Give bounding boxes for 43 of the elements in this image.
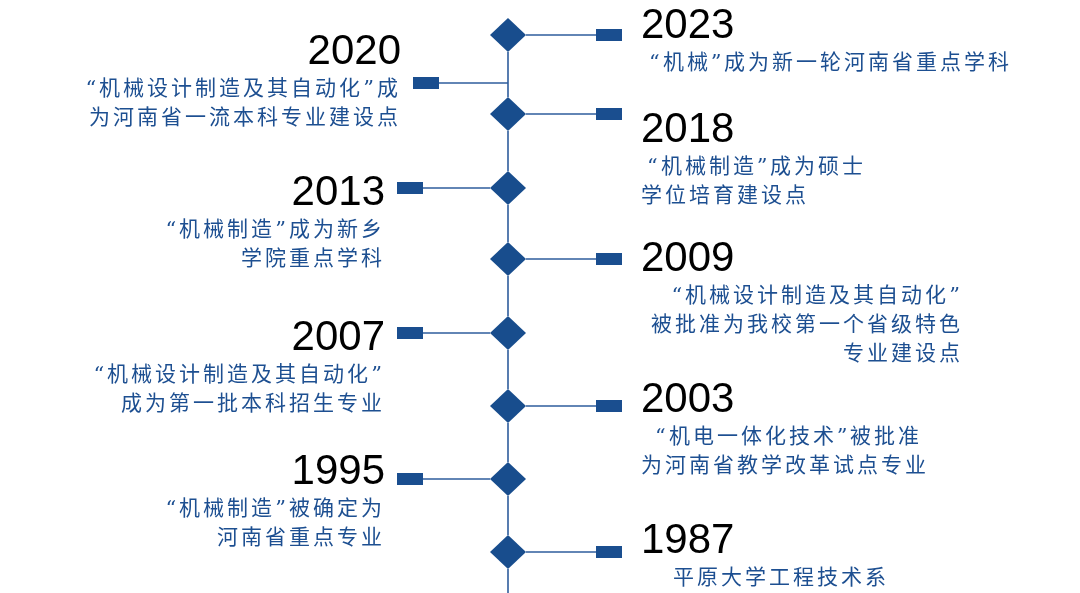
year-label: 2018 bbox=[641, 106, 735, 149]
timeline-axis-line bbox=[507, 204, 509, 243]
timeline-axis-line bbox=[507, 422, 509, 463]
connector-line bbox=[525, 29, 623, 41]
event-description: “机械设计制造及其自动化”被批准为我校第一个省级特色专业建设点 bbox=[650, 281, 963, 367]
connector-line bbox=[525, 546, 623, 558]
connector-line bbox=[525, 253, 623, 265]
timeline-axis-line bbox=[507, 349, 509, 390]
connector-line bbox=[525, 400, 623, 412]
year-label: 2007 bbox=[291, 314, 385, 357]
year-label: 2013 bbox=[291, 169, 385, 212]
connector-line bbox=[396, 327, 491, 339]
event-description: “机电一体化技术”被批准为河南省教学改革试点专业 bbox=[641, 422, 930, 479]
year-label: 2023 bbox=[641, 2, 735, 45]
timeline-diamond bbox=[490, 97, 526, 131]
event-description: “机械制造”成为硕士学位培育建设点 bbox=[641, 152, 868, 209]
timeline-axis-line bbox=[507, 568, 509, 593]
year-label: 1995 bbox=[291, 449, 385, 491]
timeline-axis-line bbox=[507, 51, 509, 98]
timeline-diamond bbox=[490, 316, 526, 350]
year-label: 2020 bbox=[307, 28, 401, 71]
timeline-axis-line bbox=[507, 130, 509, 172]
connector-line bbox=[396, 473, 491, 485]
connector-line bbox=[396, 182, 491, 194]
connector-line bbox=[525, 108, 623, 120]
year-label: 2009 bbox=[641, 235, 735, 278]
year-label: 2003 bbox=[641, 376, 735, 419]
timeline-axis-line bbox=[507, 495, 509, 536]
event-description: 平原大学工程技术系 bbox=[673, 563, 890, 591]
timeline-diamond bbox=[490, 535, 526, 569]
timeline-diamond bbox=[490, 18, 526, 52]
connector-line bbox=[412, 77, 509, 89]
year-label: 1987 bbox=[641, 517, 735, 560]
event-description: “机械设计制造及其自动化”成为第一批本科招生专业 bbox=[92, 360, 385, 417]
timeline-diamond bbox=[490, 242, 526, 276]
timeline-diamond bbox=[490, 171, 526, 205]
timeline-axis-line bbox=[507, 275, 509, 317]
event-description: “机械”成为新一轮河南省重点学科 bbox=[648, 48, 1014, 76]
event-description: “机械制造”被确定为河南省重点专业 bbox=[164, 495, 385, 551]
timeline-diamond bbox=[490, 462, 526, 496]
timeline-diamond bbox=[490, 389, 526, 423]
event-description: “机械设计制造及其自动化”成为河南省一流本科专业建设点 bbox=[84, 74, 401, 131]
event-description: “机械制造”成为新乡学院重点学科 bbox=[164, 215, 385, 272]
